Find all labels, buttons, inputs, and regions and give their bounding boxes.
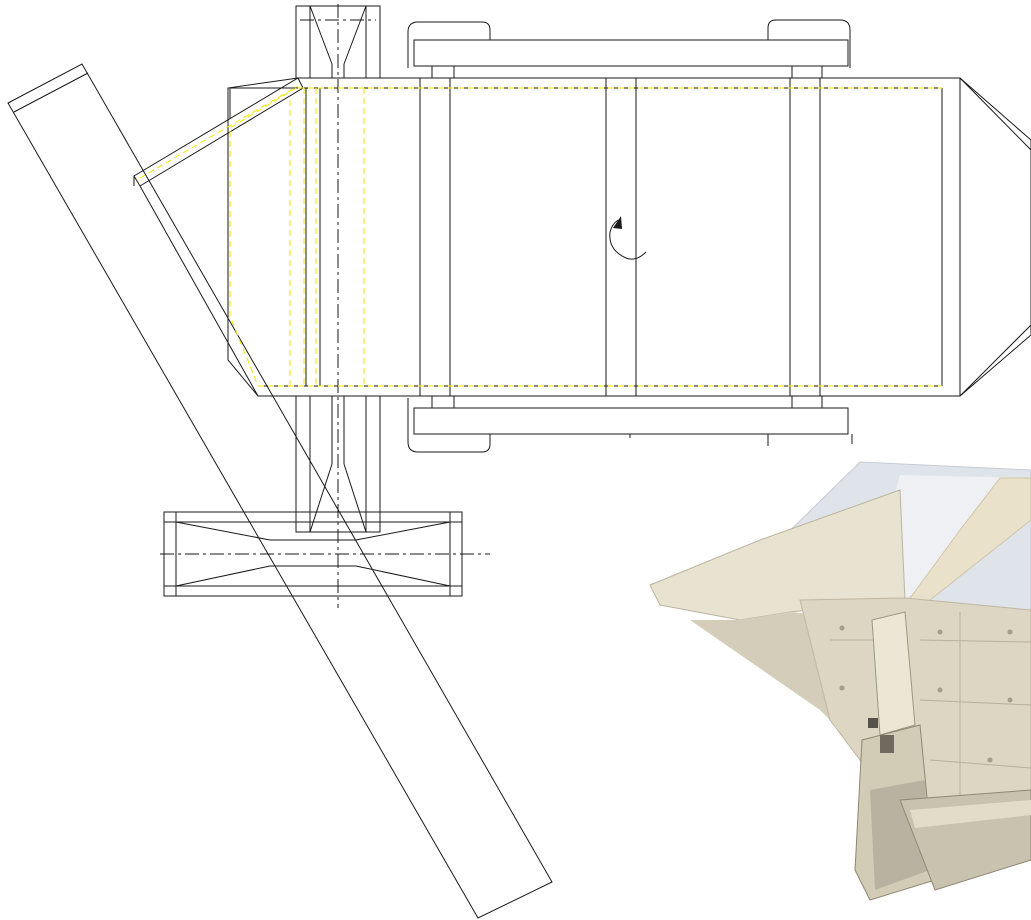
photo-panel-lines xyxy=(830,612,1031,820)
inclined-discharge-chute xyxy=(7,63,553,919)
plan-view-linework xyxy=(7,5,1031,919)
photo-base-rail xyxy=(910,800,1031,828)
photo-mechanism-detail-2 xyxy=(868,718,878,728)
photo-mechanism-detail xyxy=(880,735,894,753)
photo-bolts xyxy=(839,625,1013,763)
centre-lines xyxy=(160,4,490,608)
hidden-lines xyxy=(139,85,942,387)
machine-photo xyxy=(649,461,1031,901)
photo-support-post xyxy=(871,611,916,736)
feed-inlet-hopper xyxy=(133,77,304,397)
rotation-direction-arrow-icon xyxy=(609,216,647,260)
screen-body-outline xyxy=(227,77,1031,397)
cross-stiffeners xyxy=(419,77,821,397)
bottom-mounting-rail xyxy=(407,396,853,453)
drive-motor-unit xyxy=(163,511,463,597)
top-mounting-rail xyxy=(407,19,851,78)
